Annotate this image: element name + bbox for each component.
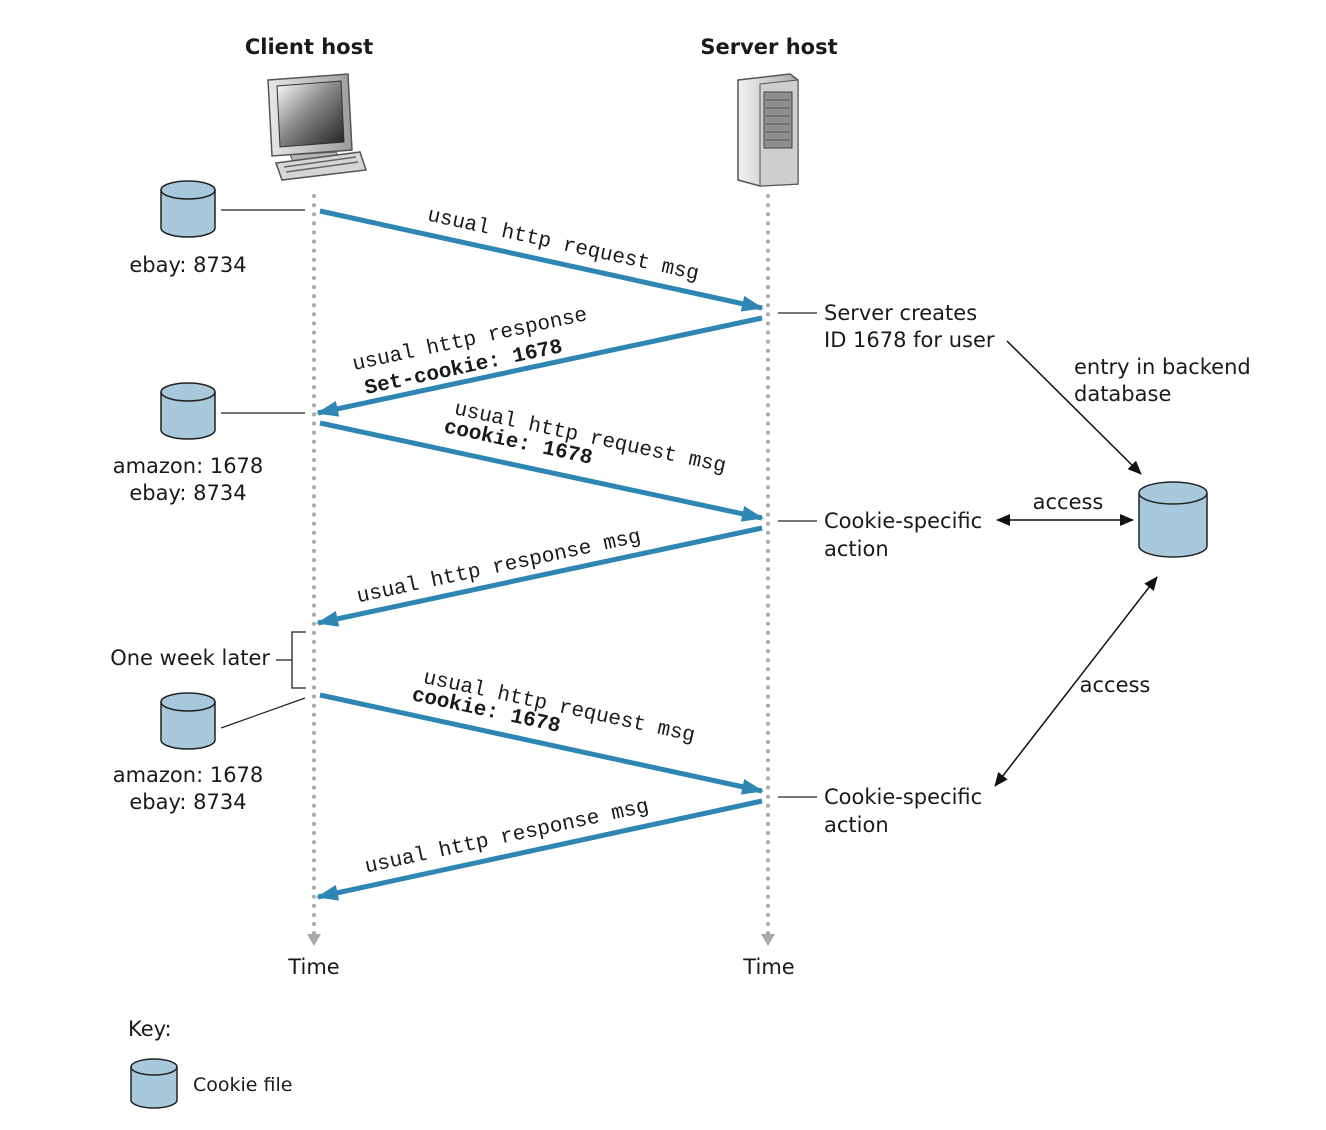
message-arrow-3: [319, 420, 764, 522]
access-label-1: access: [1033, 490, 1104, 514]
cookie-file-1-line-1: ebay: 8734: [129, 253, 246, 277]
backend-entry-line-1: entry in backend: [1074, 355, 1251, 379]
database-icon: [1138, 481, 1208, 558]
cookie-file-icon: [160, 382, 216, 440]
cookie-action-1-line-1: Cookie-specific: [824, 509, 982, 533]
backend-entry-line-2: database: [1074, 382, 1171, 406]
server-tower-icon: [737, 73, 799, 187]
server-creates-line-1: Server creates: [824, 301, 977, 325]
computer-icon: [267, 73, 368, 181]
cookie-connector-3: [220, 697, 306, 729]
message-arrow-4: [316, 525, 763, 627]
message-label-4: usual http response msg: [355, 526, 643, 609]
cookie-action-2-line-1: Cookie-specific: [824, 785, 982, 809]
cookie-file-icon: [160, 180, 216, 238]
message-arrow-1: [319, 208, 764, 312]
cookie-file-2-line-2: ebay: 8734: [129, 481, 246, 505]
message-arrow-6: [316, 798, 763, 901]
server-creates-line-2: ID 1678 for user: [824, 328, 995, 352]
client-host-title: Client host: [245, 35, 373, 59]
cookie-file-3-line-1: amazon: 1678: [113, 763, 264, 787]
cookie-action-2-line-2: action: [824, 813, 889, 837]
client-time-label: Time: [287, 955, 339, 979]
cookie-file-icon: [160, 692, 216, 750]
entry-arrow: [1006, 340, 1142, 475]
key-item-label: Cookie file: [193, 1074, 292, 1096]
key-title: Key:: [128, 1017, 172, 1041]
server-host-title: Server host: [700, 35, 837, 59]
cookie-action-1-line-2: action: [824, 537, 889, 561]
server-time-label: Time: [742, 955, 794, 979]
one-week-later-label: One week later: [110, 646, 270, 670]
cookie-file-2-line-1: amazon: 1678: [113, 454, 264, 478]
cookie-file-3-line-2: ebay: 8734: [129, 790, 246, 814]
one-week-bracket: [276, 631, 306, 689]
server-timeline-arrowhead: [761, 934, 775, 946]
access-label-2: access: [1080, 673, 1151, 697]
cookie-file-icon: [130, 1058, 178, 1109]
message-label-6: usual http response msg: [363, 796, 651, 880]
message-arrow-5: [319, 692, 764, 795]
access-arrow-2: [994, 576, 1158, 787]
message-arrow-2: [316, 315, 763, 417]
client-timeline-arrowhead: [307, 934, 321, 946]
